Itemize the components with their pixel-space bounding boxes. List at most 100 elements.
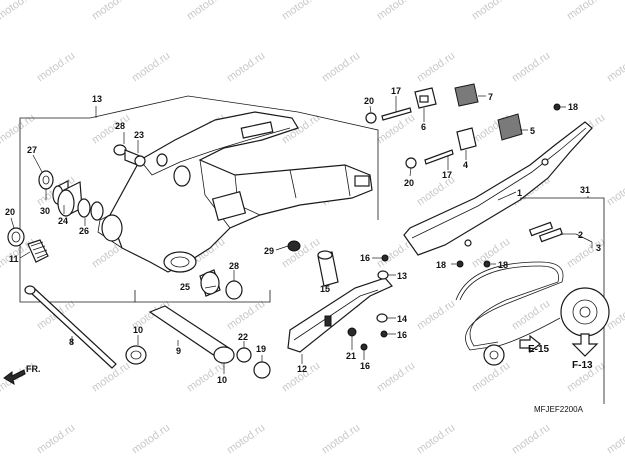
arrow-e15: [519, 334, 541, 354]
callout-18a: 18: [436, 260, 446, 270]
driven-sprocket: [560, 287, 610, 337]
callout-14: 13: [92, 94, 102, 104]
callout-11: 11: [9, 254, 19, 264]
watermark-text: motod.ru: [90, 0, 132, 22]
watermark-text: motod.ru: [510, 50, 552, 85]
callout-18b: 18: [498, 260, 508, 270]
callout-26: 25: [180, 282, 190, 292]
chain-kit-31: [455, 197, 610, 404]
pivot-bolt-8: [24, 285, 117, 369]
callout-22: 22: [238, 332, 248, 342]
watermark-text: motod.ru: [225, 422, 267, 457]
swingarm: [97, 111, 373, 273]
callout-23: 21: [346, 351, 356, 361]
watermark-text: motod.ru: [470, 0, 512, 22]
adjuster-4: [456, 127, 477, 151]
callout-15: 15: [320, 284, 330, 294]
callout-28b: 28: [229, 261, 239, 271]
bolt-16c: [360, 343, 368, 351]
watermark-text: motod.ru: [185, 0, 227, 22]
block-5: [497, 113, 523, 141]
watermark-text: motod.ru: [375, 112, 417, 147]
bolt-18b: [483, 260, 491, 268]
callout-17a: 17: [391, 86, 401, 96]
watermark-text: motod.ru: [35, 422, 77, 457]
nut-20a: [365, 112, 377, 124]
callout-12: 12: [297, 364, 307, 374]
callout-9: 9: [176, 346, 181, 356]
callout-7: 7: [488, 92, 493, 102]
collar-25: [57, 189, 75, 217]
callout-4: 4: [463, 160, 468, 170]
watermark-text: motod.ru: [415, 422, 457, 457]
arrow-f13: [571, 333, 599, 357]
callout-13b: 14: [397, 314, 407, 324]
leader-lines: [10, 95, 593, 374]
callout-17b: 17: [442, 170, 452, 180]
chain-case-1: [403, 121, 593, 256]
watermark-text: motod.ru: [415, 50, 457, 85]
watermark-text: motod.ru: [0, 112, 37, 147]
callout-21: 20: [5, 207, 15, 217]
nut-20b: [405, 157, 417, 169]
callout-1: 1: [517, 188, 522, 198]
chain-links-2: [528, 221, 564, 243]
bolt-23: [347, 327, 357, 337]
callout-31: 31: [580, 185, 590, 195]
block-7: [454, 83, 479, 107]
callout-24: 23: [134, 130, 144, 140]
callout-16a: 16: [360, 253, 370, 263]
collar-10b: [213, 346, 235, 364]
callout-6: 6: [421, 122, 426, 132]
watermark-text: motod.ru: [130, 50, 172, 85]
diagram-code: MFJEF2200A: [534, 405, 584, 414]
nut-19: [253, 361, 271, 379]
watermark-text: motod.ru: [510, 298, 552, 333]
watermark-text: motod.ru: [320, 422, 362, 457]
seal-28: [38, 170, 54, 190]
callout-16b: 16: [397, 330, 407, 340]
bushing-29: [287, 240, 301, 252]
bolt-16a: [381, 254, 389, 262]
watermark-text: motod.ru: [280, 236, 322, 271]
washer-13a: [377, 270, 389, 280]
watermark-text: motod.ru: [130, 422, 172, 457]
watermark-text: motod.ru: [35, 50, 77, 85]
washer-13b: [376, 313, 388, 323]
watermark-layer: motod.ru motod.ru motod.ru motod.ru motod.ru…: [0, 0, 625, 456]
bolt-17b: [424, 149, 454, 165]
watermark-text: motod.ru: [565, 0, 607, 22]
bolt-18a: [456, 260, 464, 268]
callout-8: 8: [69, 337, 74, 347]
seal-28b: [225, 280, 243, 300]
collar-10a: [125, 345, 147, 365]
watermark-text: motod.ru: [605, 422, 625, 457]
bolt-17a: [381, 107, 412, 121]
callout-13a: 13: [397, 271, 407, 281]
watermark-text: motod.ru: [225, 298, 267, 333]
watermark-text: motod.ru: [320, 50, 362, 85]
callout-19: 19: [256, 344, 266, 354]
pivot-bearing-parts: [38, 170, 104, 221]
callout-5: 5: [530, 126, 535, 136]
front-direction-arrow: [3, 369, 26, 386]
chain-slider-12: [287, 277, 393, 353]
callout-28a: 27: [27, 145, 37, 155]
watermark-text: motod.ru: [605, 174, 625, 209]
direction-label: FR.: [26, 364, 41, 374]
watermark-text: motod.ru: [415, 298, 457, 333]
callout-29b: 29: [264, 246, 274, 256]
watermark-text: motod.ru: [510, 422, 552, 457]
group-box-14: [19, 95, 379, 303]
callout-3: 3: [596, 243, 601, 253]
bolt-16b: [380, 330, 388, 338]
callout-10a: 10: [133, 325, 143, 335]
callout-20a: 20: [364, 96, 374, 106]
watermark-text: motod.ru: [0, 0, 37, 22]
callout-2: 2: [578, 230, 583, 240]
callout-10b: 10: [217, 375, 227, 385]
callout-16c: 16: [360, 361, 370, 371]
drive-sprocket: [483, 344, 505, 366]
callout-29a: 28: [115, 121, 125, 131]
